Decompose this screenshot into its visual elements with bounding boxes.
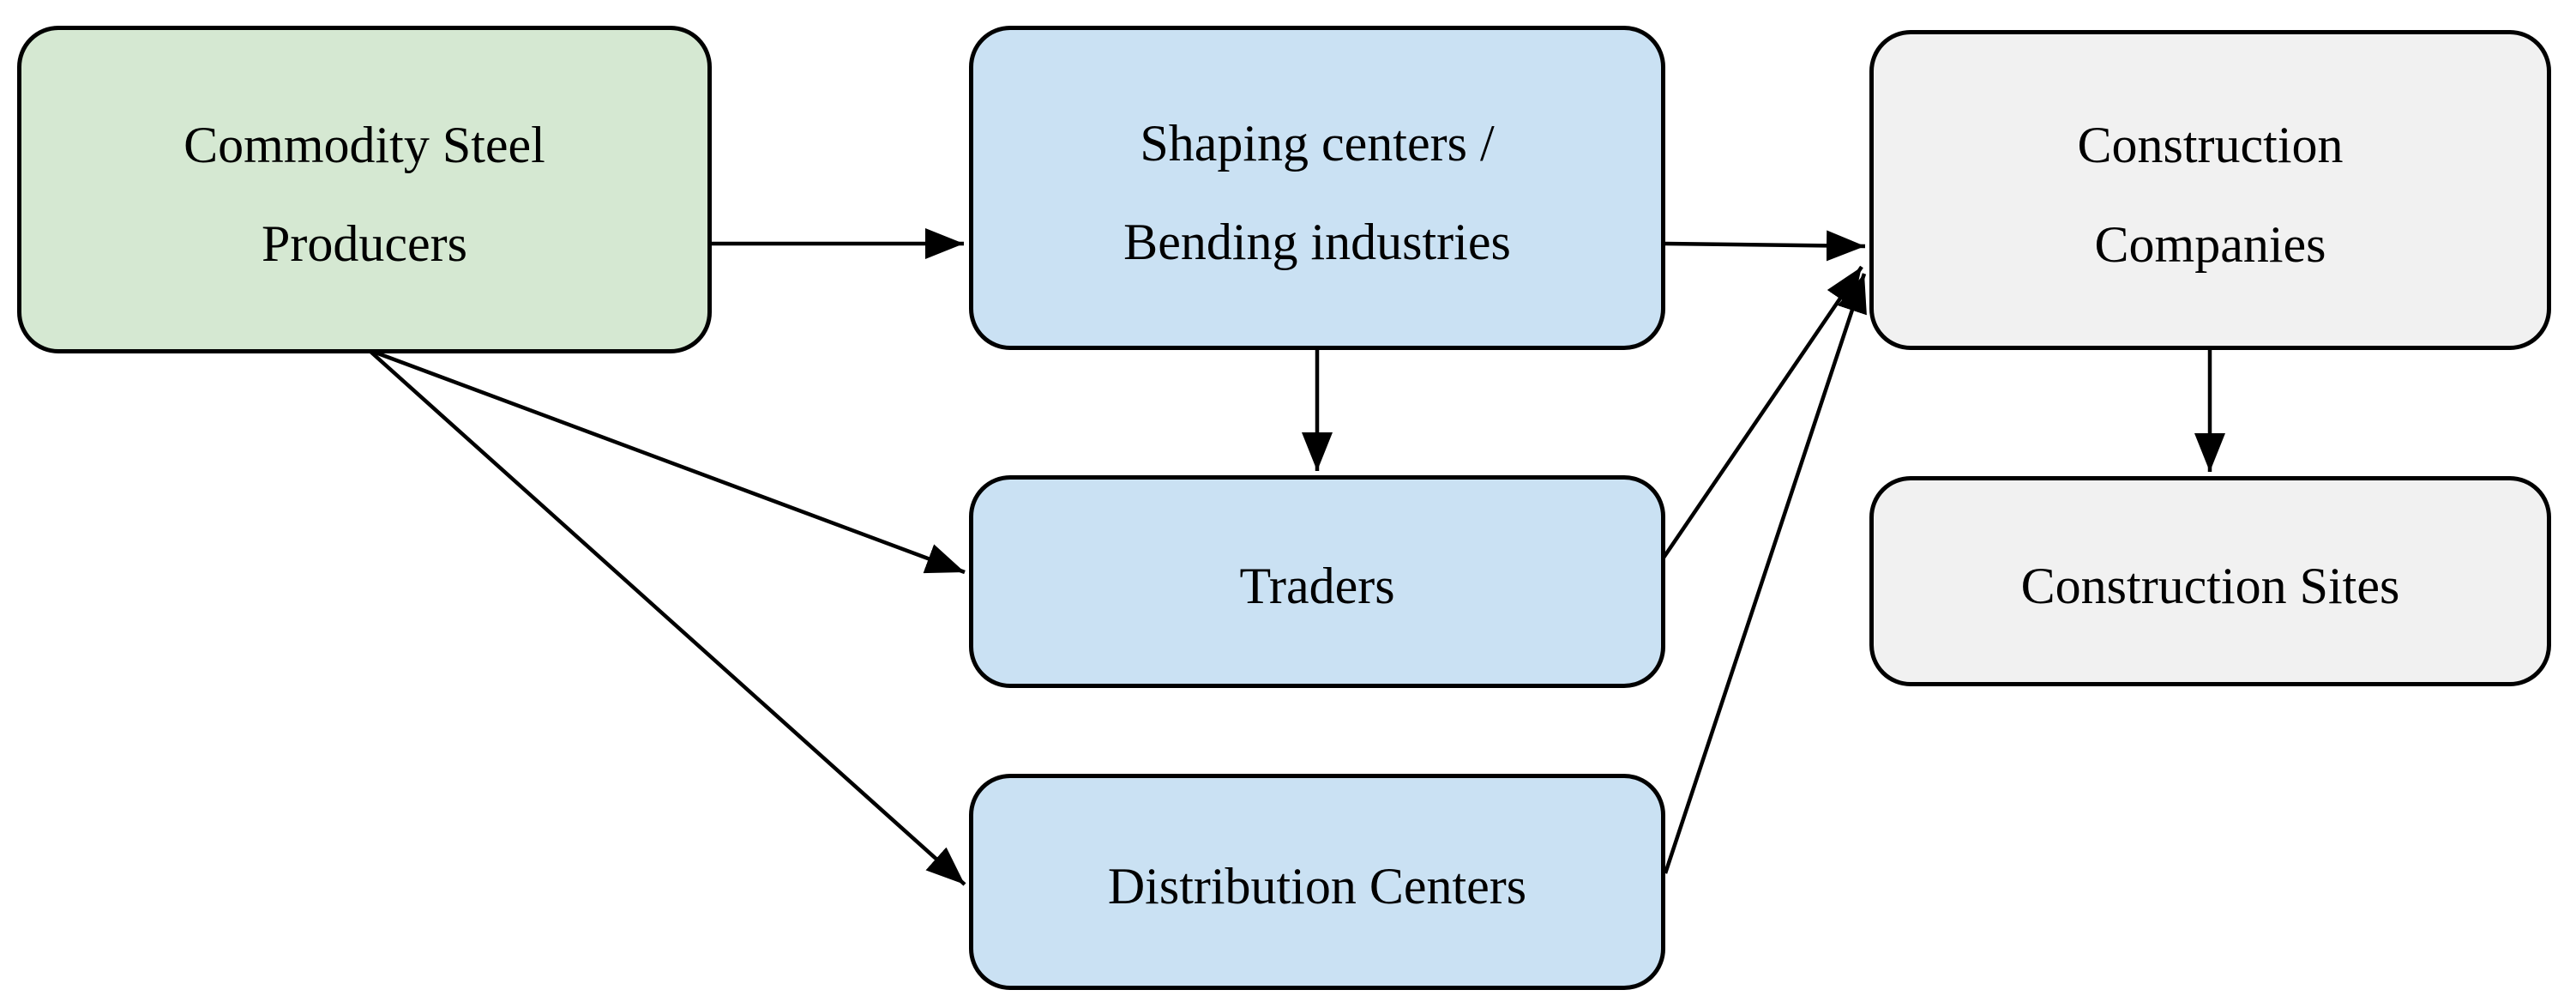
- node-commodity-steel-producers: Commodity Steel Producers: [17, 26, 712, 353]
- node-traders: Traders: [969, 475, 1665, 688]
- arrow-distribution-to-companies: [1663, 273, 1867, 874]
- node-construction-sites-label: Construction Sites: [2020, 557, 2400, 614]
- arrow-traders-to-companies: [1662, 265, 1863, 559]
- node-shaping-centers-bending-industries-label: Shaping centers / Bending industries: [1123, 114, 1511, 270]
- node-traders-label: Traders: [1239, 558, 1395, 615]
- arrow-producers-to-distribution: [367, 348, 966, 886]
- node-construction-companies: Construction Companies: [1869, 30, 2551, 350]
- node-shaping-centers-bending-industries: Shaping centers / Bending industries: [969, 26, 1665, 350]
- node-commodity-steel-producers-label: Commodity Steel Producers: [184, 116, 545, 272]
- node-distribution-centers: Distribution Centers: [969, 774, 1665, 990]
- node-construction-companies-label: Construction Companies: [2077, 117, 2344, 273]
- arrow-producers-to-traders: [368, 347, 966, 575]
- arrow-shaping-to-companies: [1664, 230, 1866, 262]
- node-construction-sites: Construction Sites: [1869, 476, 2551, 686]
- node-distribution-centers-label: Distribution Centers: [1107, 858, 1527, 915]
